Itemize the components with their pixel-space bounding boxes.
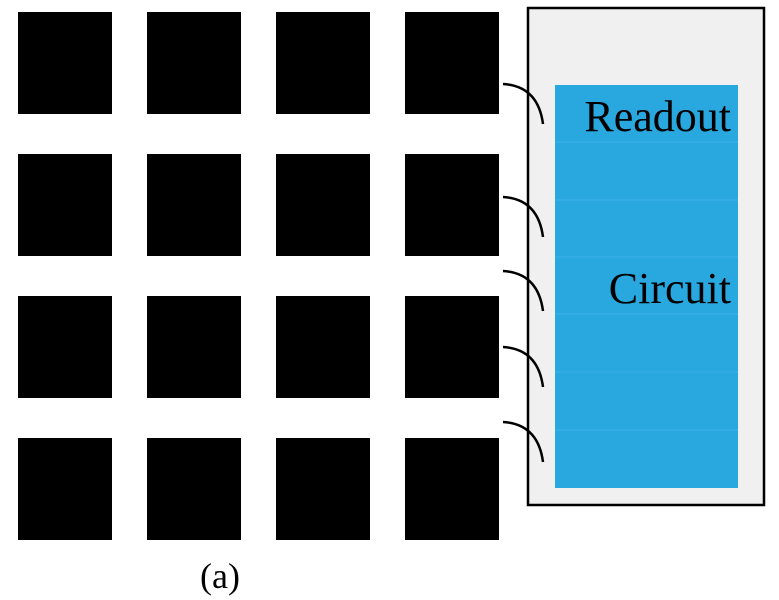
pixel-square xyxy=(405,438,499,540)
pixel-square xyxy=(147,438,241,540)
connection-wire xyxy=(502,195,545,238)
pixel-square xyxy=(276,296,370,398)
pixel-square xyxy=(276,438,370,540)
connection-wires xyxy=(502,82,545,463)
pixel-square xyxy=(18,154,112,256)
connection-wire xyxy=(502,82,545,125)
pixel-grid xyxy=(18,12,499,540)
pixel-square xyxy=(147,12,241,114)
connection-wire xyxy=(502,269,545,312)
connection-wire xyxy=(502,420,545,463)
pixel-square xyxy=(276,154,370,256)
pixel-square xyxy=(405,296,499,398)
readout-label: Readout xyxy=(584,92,731,141)
pixel-square xyxy=(405,154,499,256)
pixel-square xyxy=(18,438,112,540)
pixel-square xyxy=(18,296,112,398)
pixel-square xyxy=(18,12,112,114)
readout-circuit-block xyxy=(555,85,738,488)
figure-caption: (a) xyxy=(200,556,240,596)
connection-wire xyxy=(502,345,545,388)
pixel-square xyxy=(405,12,499,114)
pixel-square xyxy=(147,296,241,398)
circuit-label: Circuit xyxy=(609,264,731,313)
circuit-stripes xyxy=(555,141,738,431)
pixel-square xyxy=(147,154,241,256)
pixel-square xyxy=(276,12,370,114)
